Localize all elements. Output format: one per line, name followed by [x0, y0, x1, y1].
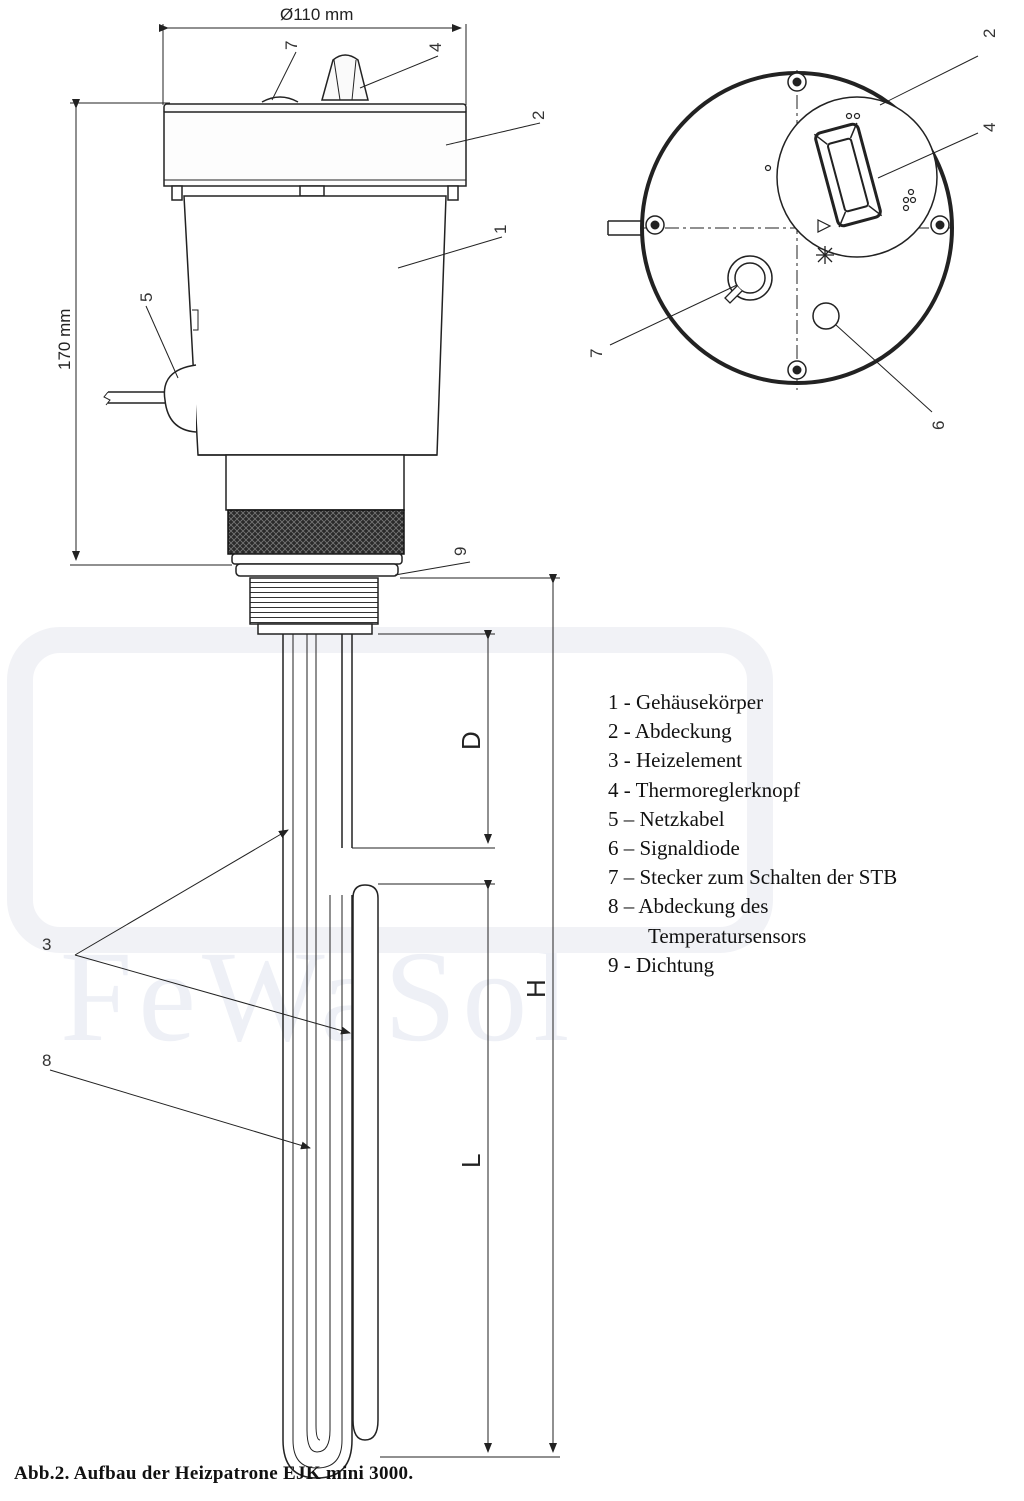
callout-4-side: 4	[426, 43, 445, 52]
legend-item-text: Gehäusekörper	[636, 690, 764, 714]
callout-6-top: 6	[929, 421, 948, 430]
legend-item: 6 – Signaldiode	[608, 834, 897, 863]
callout-1-side: 1	[491, 225, 510, 234]
legend-item: 4 - Thermoreglerknopf	[608, 776, 897, 805]
legend-item-number: 6 –	[608, 836, 635, 861]
callout-7-side: 7	[282, 41, 301, 50]
callout-7-top: 7	[587, 349, 606, 358]
legend-item-number: 8 –	[608, 894, 635, 919]
dimension-l-label: L	[456, 1154, 486, 1168]
callout-8-side: 8	[42, 1051, 51, 1070]
callout-2-top: 2	[980, 29, 999, 38]
signal-diode	[812, 302, 840, 330]
callout-2-side: 2	[529, 111, 548, 120]
height-label: 170 mm	[55, 309, 74, 370]
callout-5-side: 5	[137, 293, 156, 302]
legend-item-number: 5 –	[608, 806, 635, 831]
legend-item-text: Temperatursensors	[648, 923, 807, 948]
figure-caption: Abb.2. Aufbau der Heizpatrone EJK mini 3…	[14, 1463, 414, 1484]
legend-item: 7 – Stecker zum Schalten der STB	[608, 863, 897, 892]
legend-item-text: Heizelement	[636, 748, 743, 773]
legend-item-text: Dichtung	[636, 952, 715, 977]
stb-plug	[724, 255, 773, 304]
legend-item-text: Netzkabel	[639, 806, 725, 831]
top-view	[607, 55, 979, 413]
legend-item-number: 7 –	[608, 865, 635, 890]
legend-item-text: Signaldiode	[639, 836, 740, 861]
legend-item-text: Abdeckung	[634, 719, 732, 744]
legend-item-number: 3 -	[608, 748, 631, 773]
legend-item: 8 – Abdeckung des	[608, 892, 897, 921]
legend-item: 9 - Dichtung	[608, 951, 897, 980]
callout-9-side: 9	[451, 547, 470, 556]
screw-left	[645, 215, 665, 235]
side-view-labels: Ø110 mm 170 mm D H L 7 4 2 1 5 9 3 8	[42, 5, 551, 1168]
legend-item-number: 2 -	[608, 719, 631, 744]
legend-item: 1 - Gehäusekörper	[608, 688, 897, 717]
side-view	[49, 24, 560, 1479]
screw-right	[930, 215, 950, 235]
diameter-label: Ø110 mm	[280, 5, 353, 24]
dimension-d-label: D	[456, 731, 486, 750]
callout-4-top: 4	[980, 123, 999, 132]
screw-bottom	[787, 360, 807, 380]
legend-item: Temperatursensors	[608, 922, 897, 951]
legend-item: 2 - Abdeckung	[608, 717, 897, 746]
legend-item-text: Thermoreglerknopf	[635, 777, 801, 802]
legend-item-text: Stecker zum Schalten der STB	[639, 865, 898, 890]
legend-item: 5 – Netzkabel	[608, 805, 897, 834]
legend-item-number: 1 -	[608, 690, 631, 714]
snowflake-icon	[816, 246, 834, 264]
legend-item: 3 - Heizelement	[608, 746, 897, 775]
legend-item-number: 4 -	[608, 777, 631, 802]
legend-item-number: 9 -	[608, 952, 631, 977]
top-view-labels: 2 4 7 6	[587, 29, 999, 430]
callout-3-side: 3	[42, 935, 51, 954]
thermostat-knob	[813, 122, 883, 228]
legend-item-text: Abdeckung des	[638, 894, 769, 919]
dimension-h-label: H	[521, 979, 551, 998]
screw-top	[787, 72, 807, 92]
triangle-indicator-icon	[817, 219, 832, 233]
